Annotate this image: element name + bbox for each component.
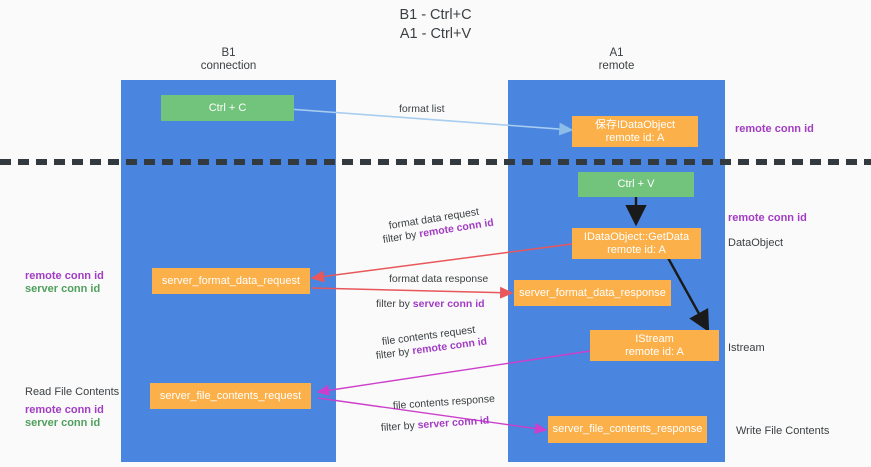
edge-format-data-response-filter-key: server conn id <box>412 298 485 310</box>
annotation-left-read-file-contents: Read File Contents <box>25 386 120 398</box>
edge-format-data-response-line1: format data response <box>389 273 489 285</box>
lane-header-a1-role: remote <box>598 60 635 72</box>
phase-divider <box>0 159 871 165</box>
node-server-file-contents-response[interactable]: server_file_contents_response <box>548 416 707 443</box>
node-ctrl-c-label: Ctrl + C <box>208 101 247 114</box>
node-idataobject-getdata[interactable]: IDataObject::GetData remote id: A <box>572 228 701 259</box>
node-server-format-data-request[interactable]: server_format_data_request <box>152 268 310 294</box>
lane-header-b1-role: connection <box>200 60 257 72</box>
arrow-file-contents-request <box>316 350 591 396</box>
title-line-2: A1 - Ctrl+V <box>399 26 472 42</box>
arrow-format-data-response <box>311 286 514 299</box>
node-ctrl-c[interactable]: Ctrl + C <box>161 95 294 121</box>
edge-label-format-data-response: format data response <box>389 273 488 286</box>
edge-format-data-response-filter-prefix: filter by <box>376 298 413 310</box>
node-getdata-line1: IDataObject::GetData <box>583 230 690 243</box>
annotation-left-bot-server-conn-id: server conn id <box>25 417 101 429</box>
node-save-idataobject-line2: remote id: A <box>605 131 665 144</box>
edge-label-format-list: format list <box>399 103 445 116</box>
node-server-format-data-request-label: server_format_data_request <box>161 274 301 287</box>
title-line-1: B1 - Ctrl+C <box>399 7 472 23</box>
node-server-file-contents-request-label: server_file_contents_request <box>159 389 302 402</box>
node-getdata-line2: remote id: A <box>607 243 666 256</box>
lane-header-a1: A1 remote <box>508 47 725 73</box>
node-istream-line1: IStream <box>635 332 674 345</box>
node-server-file-contents-request[interactable]: server_file_contents_request <box>150 383 311 409</box>
annotation-right-mid-remote-conn-id: remote conn id <box>728 212 807 224</box>
node-ctrl-v-label: Ctrl + V <box>617 178 655 190</box>
edge-label-format-list-text: format list <box>399 103 445 115</box>
edge-label-format-data-response-filter: filter by server conn id <box>376 298 485 311</box>
arrow-format-list <box>274 107 574 136</box>
node-istream-line2: remote id: A <box>625 345 684 358</box>
node-save-idataobject-line1: 保存IDataObject <box>594 118 676 131</box>
arrow-format-data-request <box>310 243 573 283</box>
annotation-right-write-file-contents: Write File Contents <box>736 425 830 437</box>
lane-header-b1: B1 connection <box>121 47 336 73</box>
annotation-left-mid-remote-conn-id: remote conn id <box>25 270 104 282</box>
lane-header-a1-name: A1 <box>609 47 624 59</box>
node-save-idataobject[interactable]: 保存IDataObject remote id: A <box>572 116 698 147</box>
arrow-file-contents-response <box>317 397 548 434</box>
lane-header-b1-name: B1 <box>221 47 236 59</box>
node-ctrl-v[interactable]: Ctrl + V <box>578 172 694 197</box>
node-istream[interactable]: IStream remote id: A <box>590 330 719 361</box>
diagram-title: B1 - Ctrl+C A1 - Ctrl+V <box>0 6 871 44</box>
annotation-right-istream: Istream <box>728 342 765 354</box>
edge-file-contents-response-filter-prefix: filter by <box>380 419 419 434</box>
annotation-right-top-remote-conn-id: remote conn id <box>735 123 814 135</box>
node-server-format-data-response-label: server_format_data_response <box>519 286 666 299</box>
node-server-format-data-response[interactable]: server_format_data_response <box>514 280 671 306</box>
annotation-right-dataobject: DataObject <box>728 237 784 249</box>
arrow-getdata-to-istream <box>665 255 710 333</box>
annotation-left-bot-remote-conn-id: remote conn id <box>25 404 104 416</box>
annotation-left-mid-server-conn-id: server conn id <box>25 283 101 295</box>
node-server-file-contents-response-label: server_file_contents_response <box>552 423 703 435</box>
